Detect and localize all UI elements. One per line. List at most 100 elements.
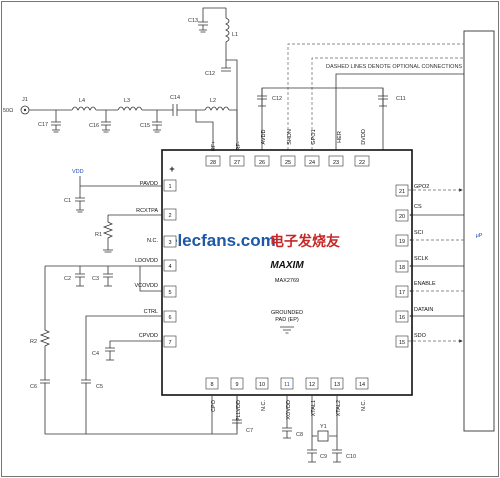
ground-pad-icon (280, 326, 294, 334)
pin-2-name: RCXTPA (136, 208, 158, 214)
pin-13-num: 13 (334, 382, 340, 388)
pin-15-num: 15 (399, 340, 405, 346)
cap-c4 (105, 340, 162, 361)
c2-label: C2 (64, 276, 71, 282)
pin-28-num: 28 (210, 160, 216, 166)
pin-26-num: 26 (259, 160, 265, 166)
pin-9-box (230, 377, 244, 390)
pin-5-name: VCOVDD (134, 283, 158, 289)
pin-23-name: HER (337, 131, 343, 143)
pin-27-num: 27 (234, 160, 240, 166)
pin-3-box (163, 235, 177, 248)
pin-19-name: SCI (414, 230, 424, 236)
pin-16-box (395, 310, 409, 323)
pin-13-box (330, 377, 344, 390)
ground-pad-line1: GROUNDED (271, 310, 303, 316)
pin-6-num: 6 (168, 315, 171, 321)
pin-1-num: 1 (168, 184, 171, 190)
pin-20-num: 20 (399, 214, 405, 220)
inductor-l2 (204, 106, 230, 111)
pin-25-box (280, 155, 296, 167)
pin-10-num: 10 (259, 382, 265, 388)
pin-12-num: 12 (309, 382, 315, 388)
pin-7-box (163, 335, 177, 348)
wire-ldovdd (45, 265, 162, 292)
microprocessor-block (463, 30, 495, 432)
pin-17-name: ENABLE (414, 281, 436, 287)
c8-label: C8 (296, 432, 303, 438)
pin-28-box (205, 155, 221, 167)
j1-label: J1 (22, 97, 28, 103)
r2-label: R2 (30, 339, 37, 345)
pin-19-box (395, 234, 409, 247)
pin-15-name: SDO (414, 333, 427, 339)
cap-c3 (103, 266, 113, 287)
pin-9-num: 9 (235, 382, 238, 388)
pin-26-name: AVDD (261, 130, 267, 145)
pin-28-name: RF+ (211, 141, 217, 152)
pin-12-box (305, 377, 319, 390)
pin-17-num: 17 (399, 290, 405, 296)
pin-7-num: 7 (168, 340, 171, 346)
pin1-marker: + (169, 164, 174, 174)
pin-15-box (395, 335, 409, 348)
pin-18-name: SCLK (414, 256, 429, 262)
pin-22-box (354, 155, 370, 167)
antenna-center-icon (23, 108, 27, 112)
pin-5-box (163, 285, 177, 298)
y1-label: Y1 (320, 424, 327, 430)
pin-5-num: 5 (168, 290, 171, 296)
cap-c9 (307, 436, 317, 463)
pin-17-box (395, 285, 409, 298)
pin-26-box (254, 155, 270, 167)
cap-c16 (101, 110, 111, 133)
c3-label: C3 (92, 276, 99, 282)
ic-body (161, 149, 413, 396)
pin-11-num: 11 (284, 382, 290, 388)
inductor-l1 (225, 8, 230, 60)
pin-19-num: 19 (399, 239, 405, 245)
pin-22-num: 22 (359, 160, 365, 166)
c12-label: C12 (272, 96, 282, 102)
pin-18-num: 18 (399, 265, 405, 271)
pin-18-box (395, 260, 409, 273)
cap-c13 (198, 7, 226, 33)
pin-24-box (304, 155, 320, 167)
pin-4-name: LDOVDD (135, 258, 158, 264)
cap-c2 (75, 266, 85, 287)
cap-c5 (81, 315, 162, 434)
pin-21-box (395, 184, 409, 197)
watermark-site: elecfans.com (168, 231, 276, 250)
wire-l1 (226, 59, 238, 150)
wire-avdd (261, 87, 384, 150)
pin-4-num: 4 (168, 264, 171, 270)
cap-c17 (51, 110, 61, 133)
c10-label: C10 (346, 454, 356, 460)
left-pins: 1 PAVDD 2 RCXTPA 3 N.C. 4 LDOVDD 5 VCOVD… (134, 179, 177, 348)
pin-27-name: RF- (236, 141, 242, 150)
cap-c8 (282, 395, 292, 439)
pin-1-box (163, 179, 177, 192)
dash-gpo1 (311, 57, 464, 150)
cap-c10 (332, 436, 342, 463)
c15-label: C15 (140, 123, 150, 129)
cap-c11 (378, 88, 388, 107)
pin-24-num: 24 (309, 160, 315, 166)
pin-10-name: N.C. (261, 400, 267, 411)
c5-label: C5 (96, 384, 103, 390)
pin-14-box (355, 377, 369, 390)
watermark-cn: 电子发烧友 (270, 233, 340, 250)
pin-3-num: 3 (168, 240, 171, 246)
bottom-pins: 8 CPO 9 PLLVDD 10 N.C. 11 XOVDD 12 XTAL1… (205, 377, 369, 421)
pin-27-box (229, 155, 245, 167)
l4-label: L4 (79, 98, 85, 104)
pin-6-box (163, 310, 177, 323)
c12-top-label: C12 (205, 71, 215, 77)
vdd-label: VDD (72, 169, 84, 175)
pin-12-name: XTAL1 (311, 400, 317, 416)
cap-c15 (152, 110, 162, 133)
c17-label: C17 (38, 122, 48, 128)
pin-11-box (280, 377, 294, 390)
